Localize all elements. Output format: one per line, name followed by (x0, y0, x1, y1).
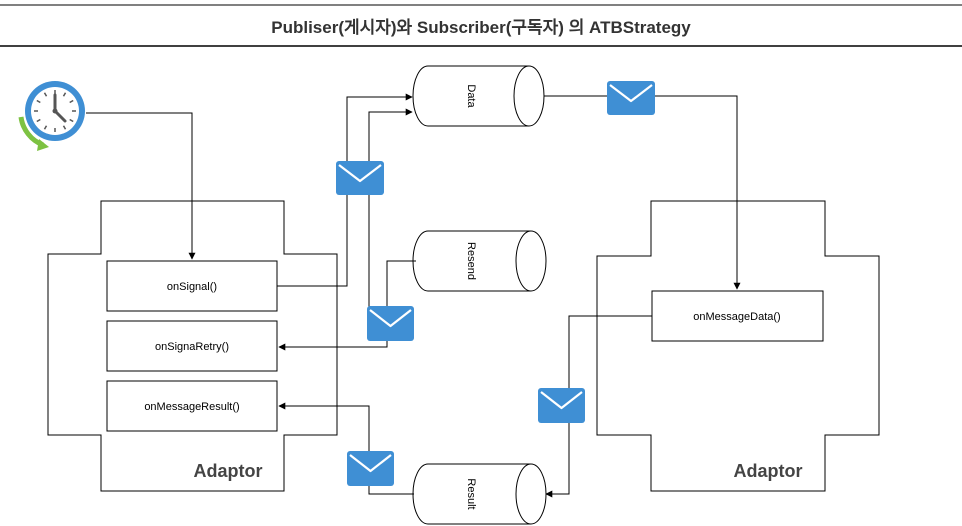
on-message-result-label: onMessageResult() (144, 401, 239, 413)
on-signal-box (106, 260, 278, 312)
envelope-icon (607, 81, 655, 115)
envelope-icon (336, 161, 384, 195)
result-store: Result (412, 463, 547, 525)
envelope-icon (538, 388, 585, 423)
data-store-label: Data (465, 84, 477, 108)
result-store-label: Result (465, 478, 477, 509)
diagram-title: Publiser(게시자)와 Subscriber(구독자) 의 ATBStra… (271, 18, 691, 37)
retry-to-data-arrow (368, 108, 413, 341)
on-message-data-label: onMessageData() (693, 311, 780, 323)
envelope-icon (367, 306, 414, 341)
subscriber-adaptor-label: Adaptor (734, 461, 803, 481)
on-message-result-box (106, 380, 278, 432)
resend-store-label: Resend (465, 242, 477, 280)
envelope-icon (347, 451, 394, 486)
on-signal-label: onSignal() (167, 281, 217, 293)
resend-store: Resend (412, 230, 547, 292)
on-signal-retry-box (106, 320, 278, 372)
clock-to-on-signal-arrow (86, 112, 196, 260)
clock-icon (18, 81, 85, 151)
on-message-data-box (651, 290, 824, 342)
resend-to-on-signal-retry-arrow (278, 260, 416, 351)
publisher-adaptor-label: Adaptor (194, 461, 263, 481)
result-to-on-message-result-arrow (278, 402, 414, 495)
data-store: Data (412, 65, 545, 127)
on-signal-retry-label: onSignaRetry() (155, 341, 229, 353)
subscriber-adaptor-box (596, 200, 880, 492)
